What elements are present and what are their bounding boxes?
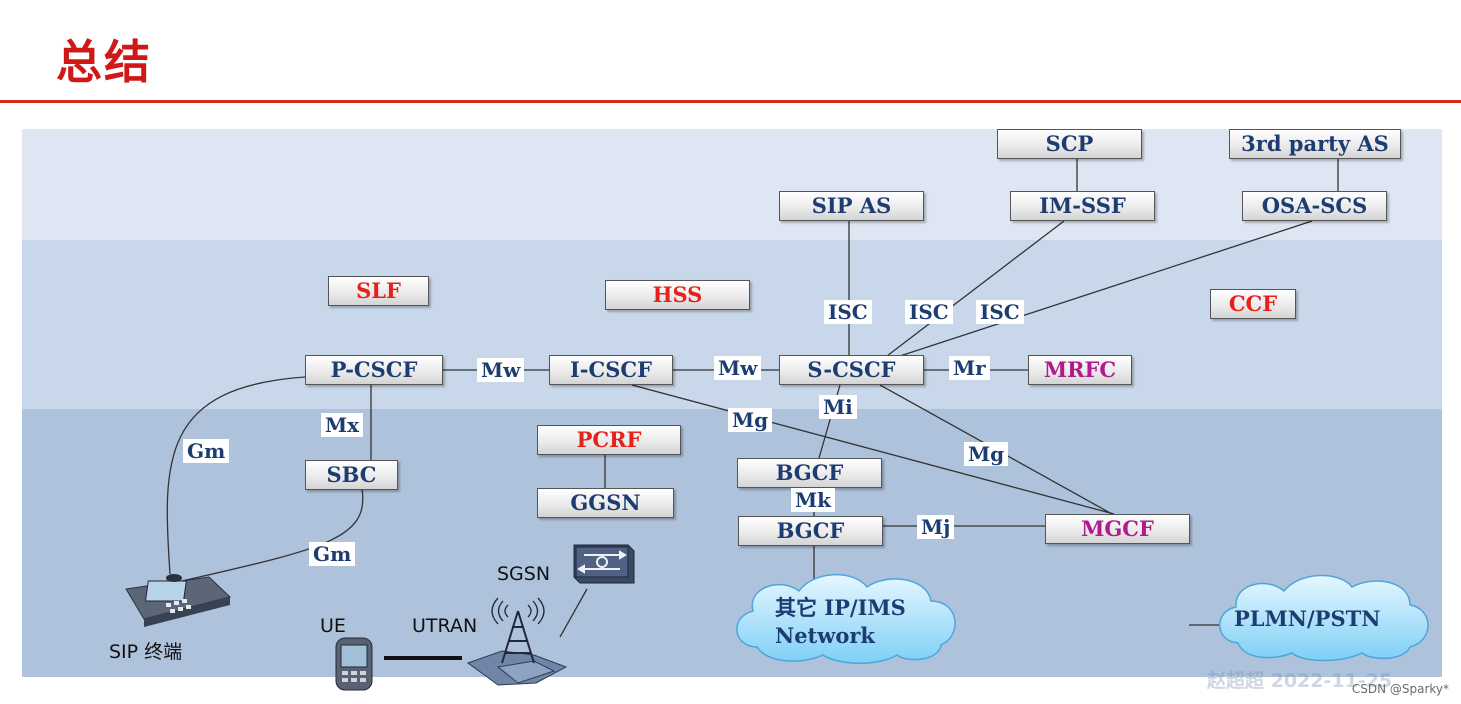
cloud-label-ip-ims: 其它 IP/IMS (775, 595, 906, 620)
node-pcrf: PCRF (537, 425, 681, 455)
node-sbc: SBC (305, 460, 398, 490)
label-mg-icscf: Mg (728, 408, 773, 432)
node-3rd-party-as: 3rd party AS (1229, 129, 1401, 159)
link-sgsn-tower (559, 588, 588, 638)
label-mx: Mx (321, 413, 364, 437)
node-osa-scs: OSA-SCS (1242, 191, 1387, 221)
node-mrfc: MRFC (1028, 355, 1132, 385)
node-sip-as: SIP AS (779, 191, 924, 221)
ims-architecture-diagram: SCP 3rd party AS SIP AS IM-SSF OSA-SCS S… (22, 129, 1442, 692)
link-icscf-mgcf (631, 384, 1115, 515)
application-layer-band (22, 129, 1442, 240)
ip-ims-network-cloud-icon (736, 574, 956, 664)
router-icon (573, 544, 635, 584)
node-bgcf-lower: BGCF (738, 516, 883, 546)
node-mgcf: MGCF (1045, 514, 1190, 544)
transport-layer-band (22, 409, 1442, 677)
caption-sgsn: SGSN (497, 563, 551, 585)
label-gm-sbc: Gm (309, 542, 356, 566)
label-mk: Mk (791, 488, 835, 512)
label-isc-osascs: ISC (976, 300, 1024, 324)
label-isc-sipas: ISC (824, 300, 872, 324)
cloud-label-plmn-pstn: PLMN/PSTN (1234, 606, 1381, 631)
caption-sip-terminal: SIP 终端 (109, 641, 183, 663)
label-mj: Mj (917, 515, 955, 539)
title-divider (0, 100, 1461, 103)
node-ggsn: GGSN (537, 488, 674, 518)
node-bgcf-upper: BGCF (737, 458, 882, 488)
label-mg-scscf: Mg (964, 442, 1009, 466)
link-osascs-scscf (899, 220, 1313, 357)
label-mw-pcscf-icscf: Mw (477, 358, 525, 382)
label-gm-pcscf: Gm (183, 439, 230, 463)
link-imssf-scscf (886, 220, 1065, 357)
radio-tower-icon (466, 597, 568, 686)
node-ccf: CCF (1210, 289, 1296, 319)
node-scp: SCP (997, 129, 1142, 159)
desk-phone-icon (125, 574, 231, 627)
node-s-cscf: S-CSCF (779, 355, 924, 385)
node-i-cscf: I-CSCF (549, 355, 673, 385)
link-gm-pcscf-terminal (166, 376, 306, 575)
label-mi: Mi (819, 395, 857, 419)
cloud-label-network: Network (775, 623, 875, 648)
connection-lines (166, 157, 1339, 660)
plmn-pstn-cloud-icon (1219, 574, 1429, 662)
control-layer-band (22, 240, 1442, 409)
slide-title: 总结 (56, 35, 152, 89)
footer-credit: CSDN @Sparky* (1351, 682, 1449, 696)
node-hss: HSS (605, 280, 750, 310)
author-watermark: 赵超超 2022-11-25 (1207, 670, 1393, 692)
caption-utran: UTRAN (412, 615, 478, 637)
label-mr: Mr (949, 356, 990, 380)
caption-ue: UE (320, 615, 346, 637)
mobile-phone-icon (335, 637, 373, 691)
label-mw-icscf-scscf: Mw (714, 356, 762, 380)
label-isc-imssf: ISC (905, 300, 953, 324)
node-slf: SLF (328, 276, 429, 306)
node-im-ssf: IM-SSF (1010, 191, 1155, 221)
link-gm-sbc-terminal (181, 488, 364, 582)
node-p-cscf: P-CSCF (305, 355, 443, 385)
